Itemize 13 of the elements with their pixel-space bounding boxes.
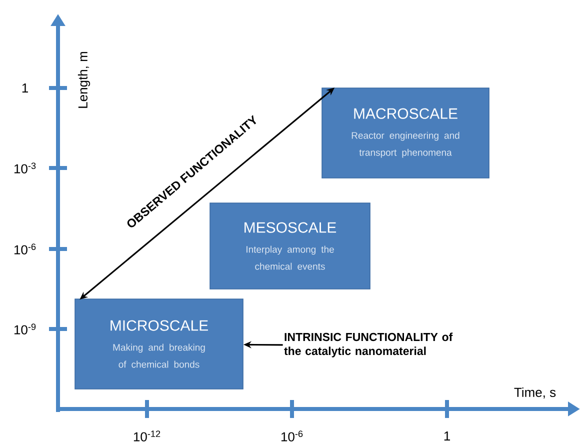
tick-label: 10$^{-3}$ — [14, 162, 36, 174]
axis-title: Length, m — [78, 52, 90, 108]
tick-label: 10$^{-6}$ — [281, 430, 303, 442]
annotation-text: INTRINSIC FUNCTIONALITY of the catalytic nanomaterial — [284, 332, 453, 358]
tick-label: 1 — [444, 432, 450, 440]
scale-box: MACROSCALE Reactor engineering and transport phenomena — [322, 88, 490, 178]
scale-box: MESOSCALE Interplay among the chemical events — [210, 202, 370, 290]
tick-label: 10$^{-12}$ — [134, 430, 160, 442]
tick-label: 10$^{-6}$ — [14, 244, 36, 254]
scale-box: MICROSCALE Making and breaking of chemical bonds — [74, 298, 244, 390]
tick-label: 10$^{-9}$ — [14, 324, 36, 334]
tick-label: 1 — [22, 84, 28, 92]
axis-title: Time, s — [514, 387, 556, 399]
